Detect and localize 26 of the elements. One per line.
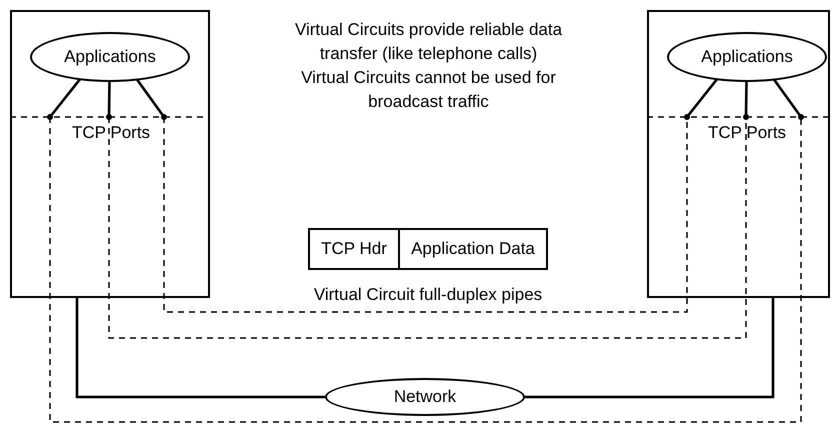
port-link-line bbox=[136, 78, 166, 118]
note-text: Virtual Circuits provide reliable data transfer (like telephone calls) bbox=[294, 19, 564, 65]
node-label: Application Data bbox=[411, 239, 535, 259]
host-box bbox=[10, 10, 210, 298]
virtual-circuit-pipe bbox=[108, 117, 747, 339]
pipe-label: Virtual Circuit full-duplex pipes bbox=[312, 284, 544, 306]
port-link-line bbox=[744, 80, 748, 118]
data-cell bbox=[398, 228, 548, 270]
port-link-line bbox=[772, 78, 802, 118]
virtual-circuit-pipe bbox=[49, 117, 802, 423]
header-cell bbox=[308, 228, 400, 270]
port-link-line bbox=[686, 78, 718, 118]
node-label: Applications bbox=[64, 47, 156, 67]
node-label: Network bbox=[394, 387, 456, 407]
port-label: TCP Ports bbox=[706, 122, 788, 144]
network-link-line bbox=[525, 298, 774, 398]
network-link-line bbox=[76, 298, 325, 398]
port-label: TCP Ports bbox=[70, 122, 152, 144]
virtual-circuit-pipe bbox=[163, 117, 688, 313]
node-label: Applications bbox=[701, 47, 793, 67]
port-link-line bbox=[108, 80, 111, 118]
node-label: TCP Hdr bbox=[321, 239, 387, 259]
applications-ellipse bbox=[667, 32, 827, 82]
port-link-line bbox=[48, 78, 82, 118]
note-text: Virtual Circuits cannot be used for broadcast traffic bbox=[301, 67, 556, 113]
host-box bbox=[647, 10, 830, 298]
